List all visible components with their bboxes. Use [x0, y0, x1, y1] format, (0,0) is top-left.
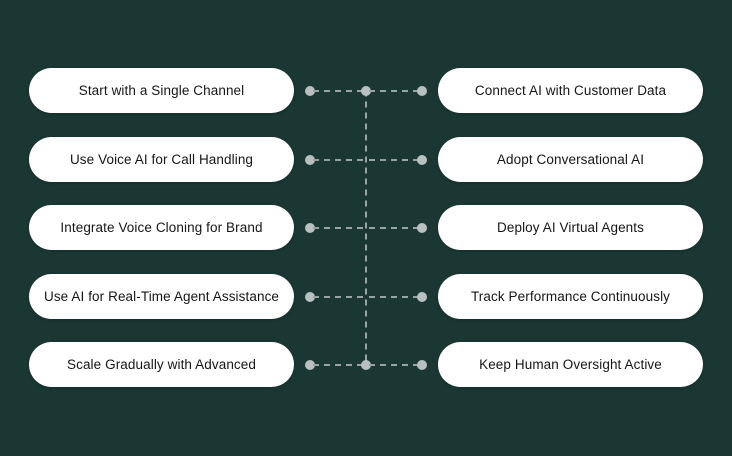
connector-dash-right: [369, 159, 419, 161]
flow-node-label: Use Voice AI for Call Handling: [69, 151, 254, 167]
flow-node-label: Keep Human Oversight Active: [479, 356, 662, 372]
flow-row: Use AI for Real-Time Agent Assistance Tr…: [0, 274, 732, 319]
flow-row: Start with a Single Channel Connect AI w…: [0, 68, 732, 113]
flow-node-left[interactable]: Use AI for Real-Time Agent Assistance: [29, 274, 294, 319]
connector-dash-left: [313, 227, 363, 229]
connector-dot-left-icon: [305, 85, 315, 96]
flow-node-left[interactable]: Use Voice AI for Call Handling: [29, 137, 294, 182]
flow-node-left[interactable]: Scale Gradually with Advanced: [29, 342, 294, 387]
flow-row: Integrate Voice Cloning for Brand Deploy…: [0, 205, 732, 250]
connector-dot-center-icon: [361, 359, 371, 370]
flow-row: Scale Gradually with Advanced Keep Human…: [0, 342, 732, 387]
connector-dash-left: [313, 296, 363, 298]
connector-dot-center-icon: [361, 85, 371, 96]
flow-node-label: Adopt Conversational AI: [496, 151, 645, 167]
connector-dash-right: [369, 296, 419, 298]
connector-dot-right-icon: [417, 222, 427, 233]
flow-node-label: Connect AI with Customer Data: [474, 82, 667, 98]
flow-node-right[interactable]: Track Performance Continuously: [438, 274, 703, 319]
flow-node-label: Start with a Single Channel: [78, 82, 245, 98]
connector-dash-right: [369, 90, 419, 92]
connector-dot-right-icon: [417, 154, 427, 165]
flow-node-label: Integrate Voice Cloning for Brand: [60, 219, 263, 235]
flow-node-label: Deploy AI Virtual Agents: [497, 219, 644, 235]
connector-dot-right-icon: [417, 291, 427, 302]
connector-dot-left-icon: [305, 222, 315, 233]
flow-row: Use Voice AI for Call Handling Adopt Con…: [0, 137, 732, 182]
flow-node-right[interactable]: Connect AI with Customer Data: [438, 68, 703, 113]
flow-node-left[interactable]: Integrate Voice Cloning for Brand: [29, 205, 294, 250]
connector-dash-left: [313, 364, 363, 366]
connector-dash-left: [313, 90, 363, 92]
flow-node-label: Use AI for Real-Time Agent Assistance: [43, 288, 280, 304]
flow-node-label: Scale Gradually with Advanced: [66, 356, 256, 372]
connector-dash-right: [369, 364, 419, 366]
flow-node-right[interactable]: Keep Human Oversight Active: [438, 342, 703, 387]
connector-dash-right: [369, 227, 419, 229]
connector-dot-right-icon: [417, 359, 427, 370]
connector-dot-left-icon: [305, 359, 315, 370]
connector-dot-left-icon: [305, 291, 315, 302]
connector-dash-left: [313, 159, 363, 161]
connector-dot-right-icon: [417, 85, 427, 96]
flow-node-right[interactable]: Adopt Conversational AI: [438, 137, 703, 182]
flow-node-label: Track Performance Continuously: [470, 288, 671, 304]
flow-node-right[interactable]: Deploy AI Virtual Agents: [438, 205, 703, 250]
connector-dot-left-icon: [305, 154, 315, 165]
flow-node-left[interactable]: Start with a Single Channel: [29, 68, 294, 113]
